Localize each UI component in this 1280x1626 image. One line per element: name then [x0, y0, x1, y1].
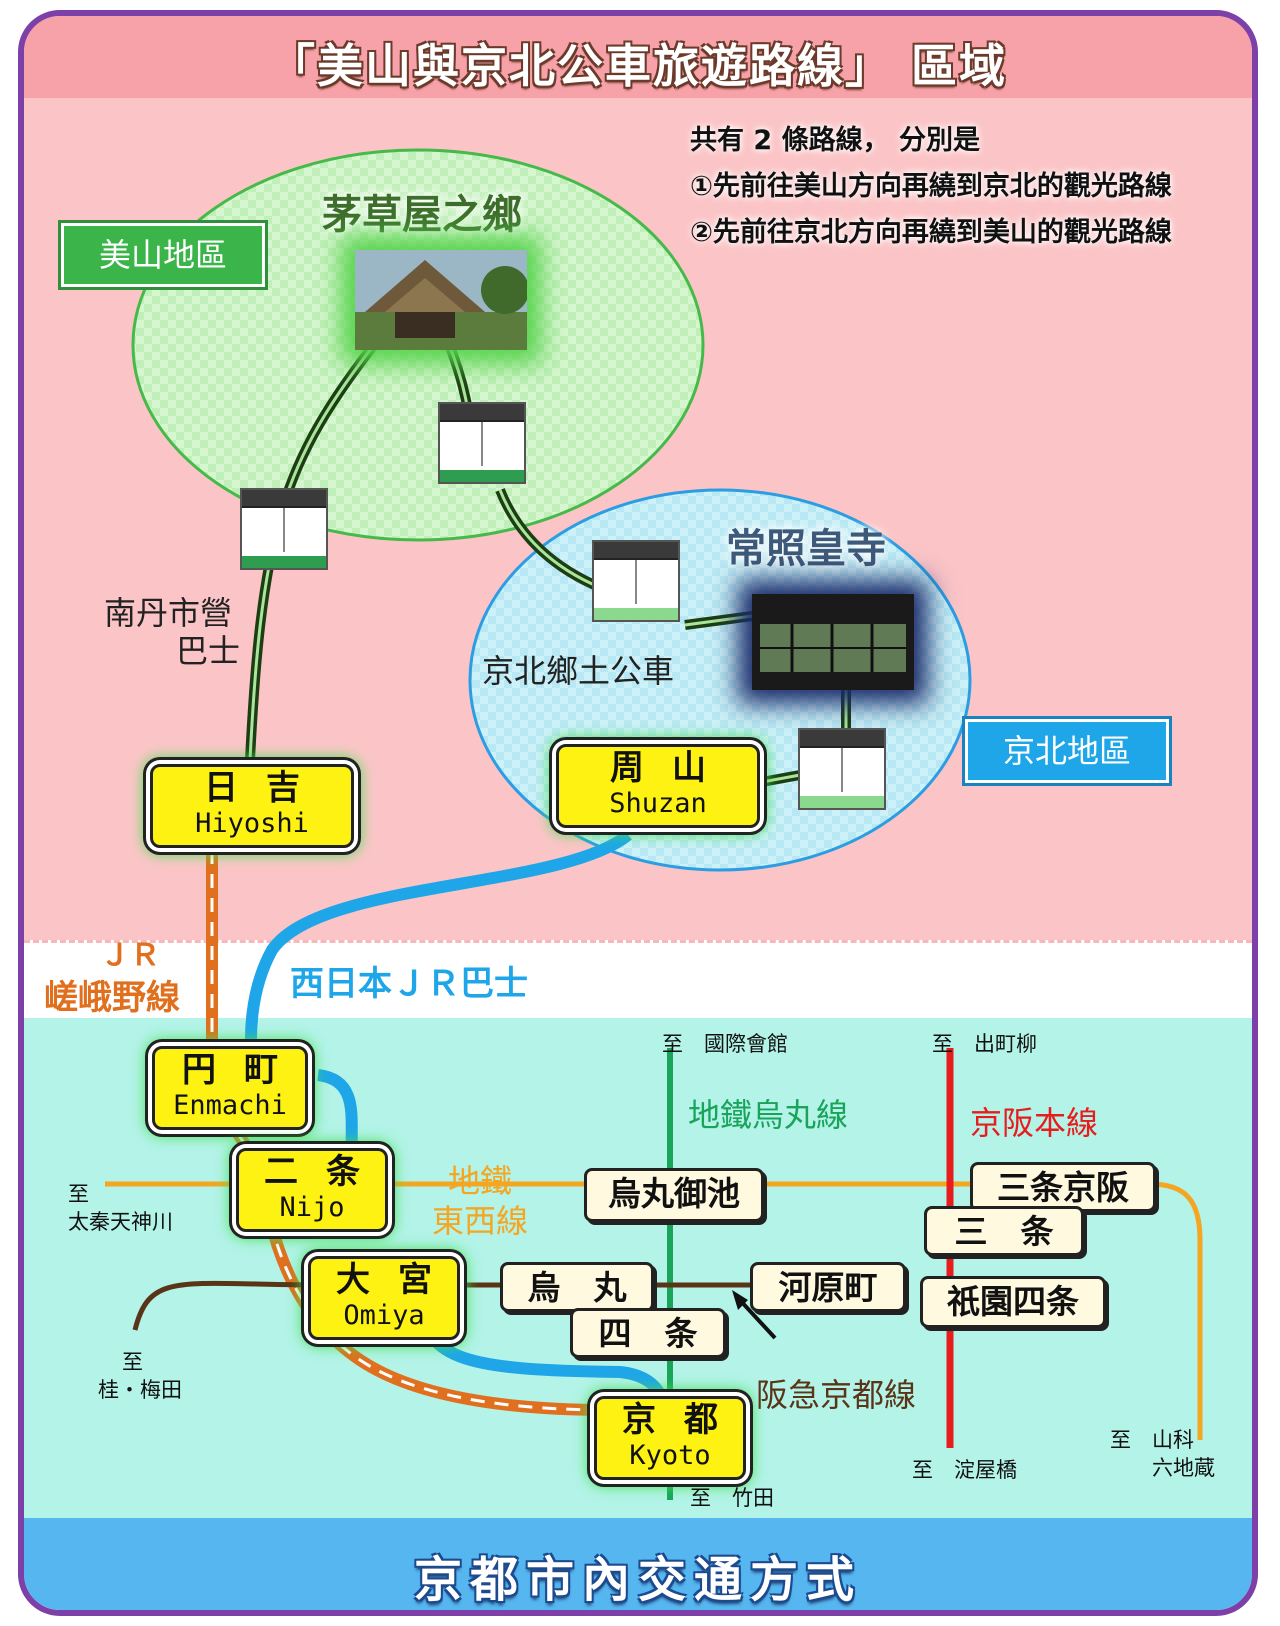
station-omiya[interactable]: 大宮 Omiya	[308, 1256, 460, 1340]
station-omiya-jp: 大宮	[336, 1260, 460, 1300]
dest-uzumasa-1: 至	[68, 1182, 89, 1206]
thatched-village-title: 茅草屋之鄉	[322, 192, 522, 238]
jr-line-label-2: 嵯峨野線	[44, 978, 180, 1018]
stop-sanjo-keihan[interactable]: 三条京阪	[970, 1162, 1156, 1212]
info-line-3: ②先前往京北方向再繞到美山的觀光路線	[690, 217, 1172, 248]
station-kyoto-jp: 京都	[622, 1400, 746, 1440]
station-shuzan-en: Shuzan	[609, 788, 707, 819]
keihoku-bus-icon-1	[592, 540, 680, 622]
stop-kawaramachi[interactable]: 河原町	[750, 1262, 906, 1312]
hankyu-line-label: 阪急京都線	[756, 1376, 917, 1414]
station-shuzan-jp: 周山	[610, 748, 734, 788]
dest-katsura-1: 至	[122, 1350, 143, 1374]
title-band: 「美山與京北公車旅遊路線」 區域	[24, 16, 1252, 98]
dest-katsura-2: 桂・梅田	[98, 1378, 182, 1402]
dest-uzumasa-2: 太秦天神川	[68, 1210, 173, 1234]
tozai-label-2: 東西線	[432, 1202, 529, 1240]
miyama-region-tag: 美山地區	[58, 220, 268, 290]
station-nijo-jp: 二条	[264, 1152, 388, 1192]
keihoku-bus-label: 京北鄉土公車	[482, 652, 675, 690]
keihoku-bus-icon-2	[798, 728, 886, 810]
stop-karasuma-oike[interactable]: 烏丸御池	[584, 1168, 764, 1222]
keihan-line-label: 京阪本線	[970, 1104, 1099, 1142]
stop-shijo[interactable]: 四 条	[570, 1308, 726, 1358]
info-line-2: ①先前往美山方向再繞到京北的觀光路線	[690, 171, 1172, 202]
nantan-bus-icon-1	[240, 488, 328, 570]
thatched-house-photo	[355, 250, 527, 350]
dest-takeda: 至 竹田	[690, 1486, 774, 1510]
jr-bus-line	[245, 830, 632, 1072]
station-hiyoshi-jp: 日吉	[204, 768, 328, 808]
jr-bus-label: 西日本ＪＲ巴士	[290, 964, 528, 1004]
keihoku-region-tag: 京北地區	[962, 716, 1172, 786]
hankyu-arrow	[732, 1290, 777, 1340]
hankyu-line	[132, 1280, 760, 1331]
station-shuzan[interactable]: 周山 Shuzan	[556, 744, 760, 828]
station-nijo[interactable]: 二条 Nijo	[236, 1148, 388, 1232]
station-omiya-en: Omiya	[343, 1300, 425, 1331]
nantan-bus-label-2: 巴士	[176, 632, 241, 670]
jr-line-label-1: ＪＲ	[100, 938, 160, 973]
info-line-1: 共有 2 條路線， 分別是	[690, 125, 980, 156]
station-enmachi-en: Enmachi	[173, 1090, 287, 1121]
tozai-label-1: 地鐵	[448, 1162, 513, 1200]
station-enmachi-jp: 円町	[182, 1050, 306, 1090]
stop-karasuma[interactable]: 烏 丸	[500, 1262, 654, 1312]
stop-sanjo[interactable]: 三 条	[924, 1206, 1084, 1256]
dest-yamashina-2: 六地蔵	[1152, 1456, 1215, 1480]
station-hiyoshi[interactable]: 日吉 Hiyoshi	[150, 764, 354, 848]
dest-yodoyabashi: 至 淀屋橋	[912, 1458, 1017, 1482]
jojo-temple-title: 常照皇寺	[726, 526, 886, 572]
route-info: 共有 2 條路線， 分別是 ①先前往美山方向再繞到京北的觀光路線 ②先前往京北方…	[690, 118, 1172, 256]
station-hiyoshi-en: Hiyoshi	[195, 808, 309, 839]
footer-title: 京都市內交通方式	[413, 1552, 862, 1608]
temple-photo	[752, 594, 914, 690]
station-nijo-en: Nijo	[279, 1192, 345, 1223]
dest-yamashina-1: 至 山科	[1110, 1428, 1194, 1452]
station-kyoto[interactable]: 京都 Kyoto	[594, 1396, 746, 1480]
nantan-bus-icon-2	[438, 402, 526, 484]
stop-gion-shijo[interactable]: 祇園四条	[920, 1276, 1106, 1328]
footer-band: 京都市內交通方式	[24, 1518, 1252, 1610]
separator-band	[24, 940, 1252, 1024]
page-title: 「美山與京北公車旅遊路線」 區域	[268, 39, 1007, 93]
dest-kokusai: 至 國際會館	[662, 1032, 788, 1056]
karasuma-line-label: 地鐵烏丸線	[688, 1096, 849, 1134]
station-kyoto-en: Kyoto	[629, 1440, 711, 1471]
station-enmachi[interactable]: 円町 Enmachi	[152, 1046, 308, 1130]
dest-demachi: 至 出町柳	[932, 1032, 1037, 1056]
nantan-bus-label-1: 南丹市營	[104, 594, 233, 632]
